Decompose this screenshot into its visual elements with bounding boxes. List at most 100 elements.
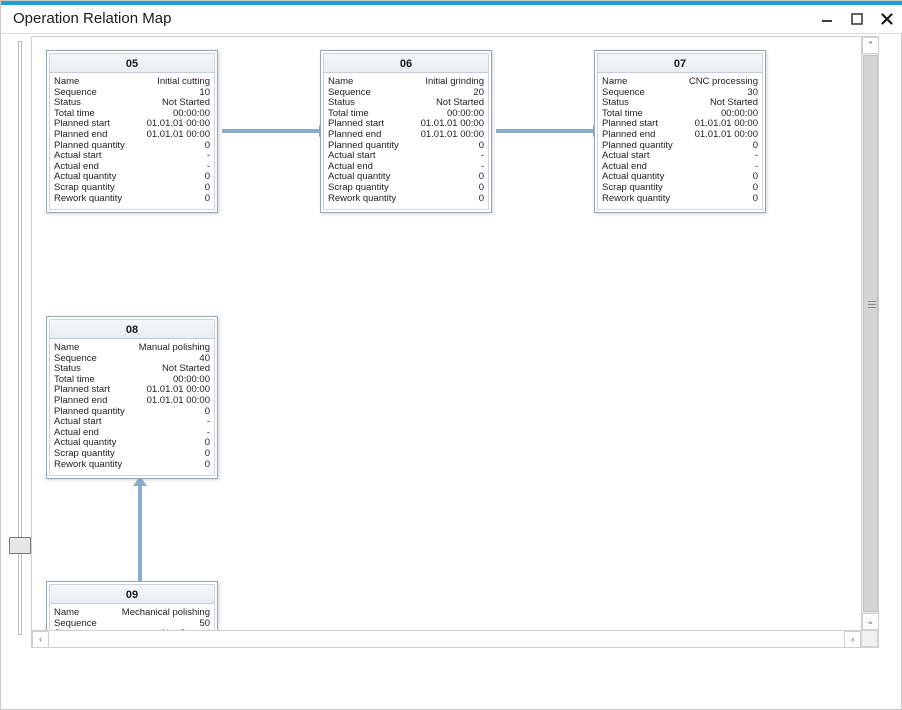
node-row-value: 0 xyxy=(204,447,210,459)
node-row-value: 0 xyxy=(204,458,210,470)
node-row-value: 01.01.01 00:00 xyxy=(146,394,210,406)
node-row: Actual end- xyxy=(54,161,210,173)
node-row-label: Actual start xyxy=(328,150,376,162)
node-row-label: Scrap quantity xyxy=(54,447,115,459)
node-row-label: Total time xyxy=(602,107,643,119)
node-row-value: 0 xyxy=(478,171,484,183)
node-row-label: Actual start xyxy=(54,150,102,162)
node-row-value: 00:00:00 xyxy=(173,373,210,385)
node-row-value: Not Started xyxy=(162,629,210,630)
window-controls xyxy=(819,11,895,27)
vertical-scrollbar[interactable]: ⌃ ⌄ xyxy=(861,37,879,630)
node-row-label: Rework quantity xyxy=(328,192,397,204)
node-row-label: Planned start xyxy=(54,384,110,396)
node-row-value: - xyxy=(206,426,210,438)
node-row: Actual end- xyxy=(54,426,210,439)
node-row-value: 01.01.01 00:00 xyxy=(146,384,210,396)
zoom-slider-track[interactable] xyxy=(18,41,22,635)
minimize-icon[interactable] xyxy=(819,11,835,27)
node-row-value: - xyxy=(754,150,758,162)
node-row-value: Initial cutting xyxy=(157,76,210,87)
node-row-label: Actual start xyxy=(54,416,102,428)
node-row-value: 0 xyxy=(204,139,210,151)
node-row: Actual start - xyxy=(602,151,758,162)
vertical-scroll-thumb[interactable] xyxy=(863,55,878,612)
zoom-slider-handle[interactable] xyxy=(9,537,31,554)
window-accent-bar xyxy=(1,1,902,5)
node-row-label: Name xyxy=(328,76,354,87)
node-row-value: 01.01.01 00:00 xyxy=(146,128,210,140)
node-row-value: Mechanical polishing xyxy=(121,607,210,618)
scroll-right-icon[interactable]: › xyxy=(844,631,861,648)
close-icon[interactable] xyxy=(879,11,895,27)
node-row-label: Planned quantity xyxy=(54,405,125,417)
node-row: Actual start- xyxy=(54,417,210,428)
zoom-slider[interactable] xyxy=(9,37,31,639)
node-row-label: Status xyxy=(328,97,355,109)
node-row-label: Actual start xyxy=(602,150,650,162)
node-row-label: Actual end xyxy=(602,160,647,172)
node-row: Actual start- xyxy=(328,151,484,162)
node-row-label: Planned quantity xyxy=(54,139,125,151)
scroll-down-icon[interactable]: ⌄ xyxy=(862,613,879,630)
node-row-value: - xyxy=(206,150,210,162)
node-row-label: Planned end xyxy=(54,128,108,140)
node-card-title: 08 xyxy=(49,319,215,339)
node-row-value: 0 xyxy=(478,181,484,193)
node-row-value: 01.01.01 00:00 xyxy=(420,128,484,140)
scroll-thumb-grip-icon xyxy=(868,301,876,308)
node-row-label: Name xyxy=(602,76,628,87)
node-row-label: Planned quantity xyxy=(602,139,673,151)
node-row-label: Name xyxy=(54,342,80,353)
maximize-icon[interactable] xyxy=(849,11,865,27)
node-row-value: Not Started xyxy=(709,97,758,109)
node-row-label: Status xyxy=(54,363,81,375)
scrollbar-corner xyxy=(861,630,878,647)
node-row: Actual end- xyxy=(602,160,758,173)
node-row-value: 0 xyxy=(752,139,758,151)
node-row-value: 01.01.01 00:00 xyxy=(420,118,484,130)
node-row: Planned quantity 0 xyxy=(54,139,210,152)
node-row-label: Sequence xyxy=(328,86,371,98)
window-titlebar[interactable]: Operation Relation Map xyxy=(1,5,902,34)
node-row-label: Planned end xyxy=(602,128,656,140)
node-row-label: Actual quantity xyxy=(602,171,665,183)
node-row-label: Status xyxy=(54,97,81,109)
node-row-value: Not Started xyxy=(161,363,210,375)
node-row-label: Planned start xyxy=(602,118,658,130)
node-row-value: 0 xyxy=(204,405,210,417)
node-row-label: Status xyxy=(54,629,81,630)
horizontal-scrollbar[interactable]: ‹ › xyxy=(32,630,861,648)
node-row-value: 0 xyxy=(478,139,484,151)
node-row-value: 40 xyxy=(199,352,210,364)
node-row-value: 0 xyxy=(204,181,210,193)
scroll-left-icon[interactable]: ‹ xyxy=(32,631,49,648)
node-row-label: Actual quantity xyxy=(54,437,117,449)
scroll-up-icon[interactable]: ⌃ xyxy=(862,37,879,54)
scroll-right-glyph: › xyxy=(851,634,854,644)
